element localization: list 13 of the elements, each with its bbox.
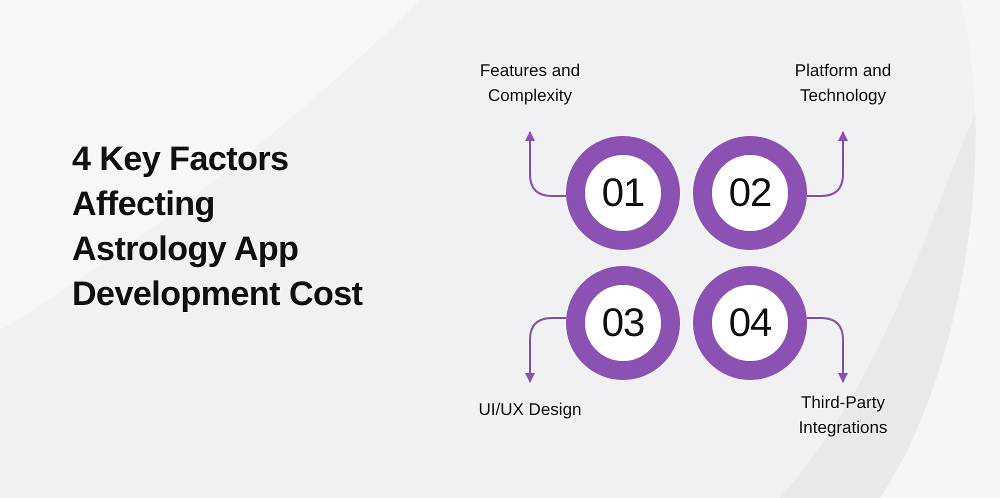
factor-label: Features and Complexity	[478, 60, 582, 107]
title: 4 Key Factors Affecting Astrology App Development Cost	[72, 139, 364, 315]
arrow	[525, 131, 566, 197]
step-number: 01	[602, 170, 644, 216]
arrow	[807, 131, 848, 197]
factor-label: UI/UX Design	[478, 399, 582, 421]
arrow	[807, 317, 848, 383]
arrow	[525, 317, 566, 383]
step-number: 04	[728, 300, 772, 346]
step-number: 03	[602, 300, 644, 346]
factor-label: Third-Party Integrations	[798, 392, 888, 439]
factor-label: Platform and Technology	[794, 60, 892, 107]
step-number: 02	[728, 170, 772, 216]
